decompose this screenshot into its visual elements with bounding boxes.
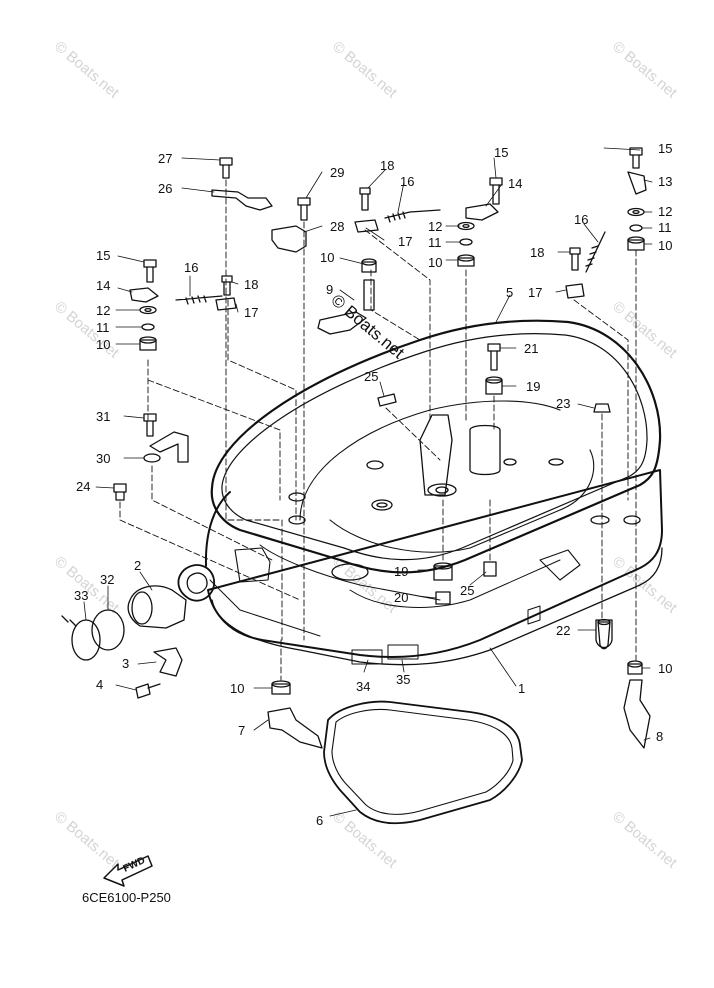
callout-28: 28 bbox=[330, 219, 344, 234]
callout-15: 15 bbox=[96, 248, 110, 263]
callout-19: 19 bbox=[394, 564, 408, 579]
callout-8: 8 bbox=[656, 729, 663, 744]
callout-18: 18 bbox=[530, 245, 544, 260]
callout-25: 25 bbox=[460, 583, 474, 598]
callout-22: 22 bbox=[556, 623, 570, 638]
callout-12: 12 bbox=[428, 219, 442, 234]
callout-19: 19 bbox=[526, 379, 540, 394]
callout-24: 24 bbox=[76, 479, 90, 494]
assembly-guide-lines bbox=[119, 179, 637, 681]
callout-12: 12 bbox=[96, 303, 110, 318]
callout-14: 14 bbox=[96, 278, 110, 293]
callout-26: 26 bbox=[158, 181, 172, 196]
callout-31: 31 bbox=[96, 409, 110, 424]
callout-11: 11 bbox=[428, 235, 442, 250]
callout-35: 35 bbox=[396, 672, 410, 687]
callout-2: 2 bbox=[134, 558, 141, 573]
callout-15: 15 bbox=[658, 141, 672, 156]
callout-25: 25 bbox=[364, 369, 378, 384]
callout-5: 5 bbox=[506, 285, 513, 300]
callout-32: 32 bbox=[100, 572, 114, 587]
callout-15: 15 bbox=[494, 145, 508, 160]
callout-13: 13 bbox=[658, 174, 672, 189]
callout-1: 1 bbox=[518, 681, 525, 696]
fwd-label: FWD bbox=[122, 855, 147, 875]
callout-10: 10 bbox=[658, 661, 672, 676]
bottom-cowling bbox=[177, 319, 663, 666]
callout-10: 10 bbox=[658, 238, 672, 253]
callout-12: 12 bbox=[658, 204, 672, 219]
callout-10: 10 bbox=[428, 255, 442, 270]
callout-33: 33 bbox=[74, 588, 88, 603]
hardware bbox=[61, 147, 651, 749]
callout-21: 21 bbox=[524, 341, 538, 356]
rubber-seal bbox=[323, 700, 523, 825]
diagram-code: 6CE6100-P250 bbox=[82, 890, 171, 905]
callout-4: 4 bbox=[96, 677, 103, 692]
callout-10: 10 bbox=[230, 681, 244, 696]
callout-14: 14 bbox=[508, 176, 522, 191]
callout-16: 16 bbox=[400, 174, 414, 189]
callouts: 1 2 3 4 5 6 7 8 9 10 10 10 10 10 10 11 1… bbox=[74, 141, 672, 828]
callout-27: 27 bbox=[158, 151, 172, 166]
center-watermark: © Boats.net bbox=[327, 291, 408, 363]
forward-arrow: FWD bbox=[103, 855, 153, 887]
callout-18: 18 bbox=[380, 158, 394, 173]
callout-17: 17 bbox=[528, 285, 542, 300]
callout-29: 29 bbox=[330, 165, 344, 180]
callout-9: 9 bbox=[326, 282, 333, 297]
callout-16: 16 bbox=[184, 260, 198, 275]
callout-11: 11 bbox=[96, 320, 110, 335]
callout-10: 10 bbox=[320, 250, 334, 265]
callout-23: 23 bbox=[556, 396, 570, 411]
callout-20: 20 bbox=[394, 590, 408, 605]
callout-3: 3 bbox=[122, 656, 129, 671]
callout-34: 34 bbox=[356, 679, 370, 694]
callout-7: 7 bbox=[238, 723, 245, 738]
callout-11: 11 bbox=[658, 220, 672, 235]
callout-17: 17 bbox=[398, 234, 412, 249]
callout-10: 10 bbox=[96, 337, 110, 352]
leader-lines bbox=[83, 147, 653, 817]
callout-6: 6 bbox=[316, 813, 323, 828]
callout-30: 30 bbox=[96, 451, 110, 466]
callout-16: 16 bbox=[574, 212, 588, 227]
callout-18: 18 bbox=[244, 277, 258, 292]
callout-17: 17 bbox=[244, 305, 258, 320]
